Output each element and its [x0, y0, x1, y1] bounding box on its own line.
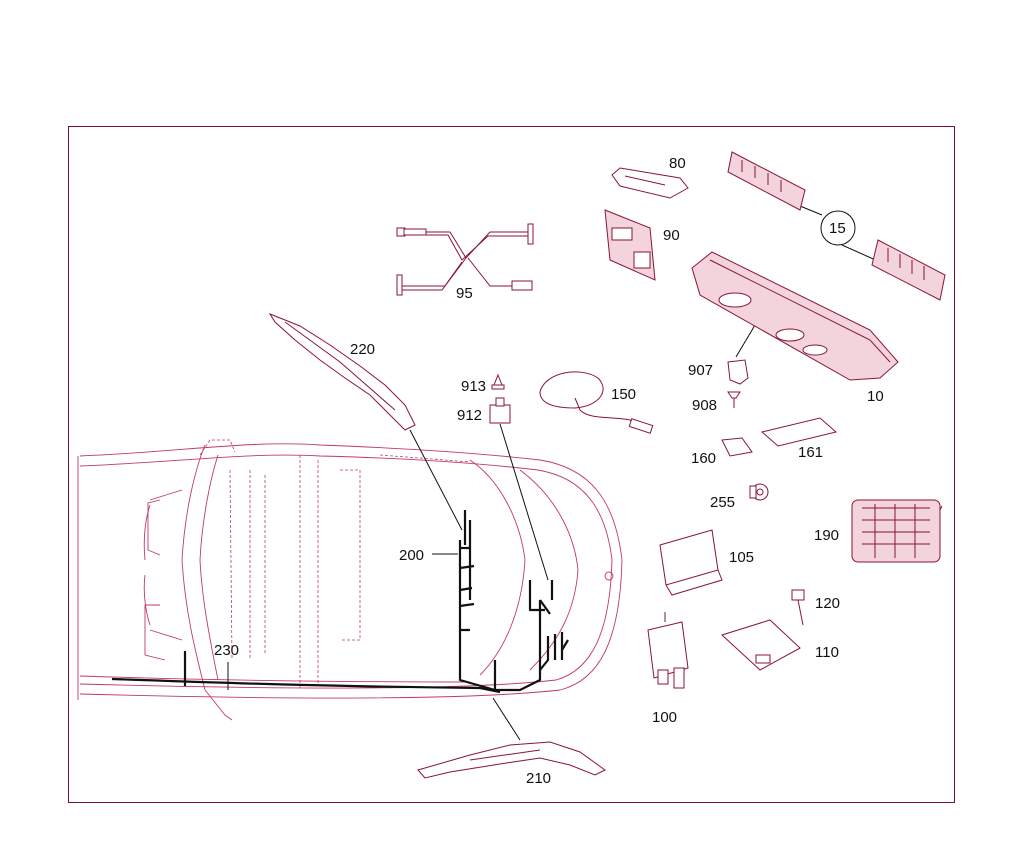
callout-907: 907 — [688, 362, 713, 379]
callout-120: 120 — [815, 595, 840, 612]
part-210-sill-cover — [417, 741, 606, 779]
leader-lines — [227, 205, 881, 741]
callout-150: 150 — [611, 386, 636, 403]
vehicle-body-outline — [77, 439, 623, 721]
part-95-y-cable — [396, 223, 534, 296]
part-80-bracket — [611, 167, 689, 199]
callout-200: 200 — [399, 547, 424, 564]
part-10-overhead-console — [691, 251, 899, 381]
diagram-frame — [68, 126, 955, 803]
part-912-connector — [489, 397, 511, 424]
part-190-lamp — [851, 499, 943, 563]
callout-95: 95 — [456, 285, 473, 302]
callout-labels: 80 15 90 95 220 907 913 150 10 908 912 1… — [214, 155, 884, 787]
callout-230: 230 — [214, 642, 239, 659]
callout-circle-15 — [820, 210, 856, 246]
callout-908: 908 — [692, 397, 717, 414]
callout-220: 220 — [350, 341, 375, 358]
part-100-relay — [647, 612, 689, 689]
part-220-pillar-trim — [268, 312, 416, 431]
part-150-antenna — [539, 371, 654, 434]
callout-80: 80 — [669, 155, 686, 172]
callout-110: 110 — [815, 644, 839, 661]
callout-160: 160 — [691, 450, 716, 467]
callout-15: 15 — [829, 220, 846, 237]
callout-255: 255 — [710, 494, 735, 511]
callout-105: 105 — [729, 549, 754, 566]
part-255-screw — [749, 483, 769, 501]
part-105-control-unit — [659, 529, 723, 596]
part-120-bolt — [791, 589, 805, 626]
part-110-module — [721, 619, 801, 671]
part-160-clip — [721, 437, 753, 457]
part-908-screw — [727, 391, 741, 408]
callout-100: 100 — [652, 709, 677, 726]
callout-10: 10 — [867, 388, 884, 405]
part-913-clip — [491, 373, 505, 390]
part-161-pad — [760, 417, 838, 447]
part-15-connector-strips — [727, 151, 946, 301]
callout-912: 912 — [457, 407, 482, 424]
part-90-module — [604, 209, 656, 281]
callout-161: 161 — [798, 444, 823, 461]
callout-210: 210 — [526, 770, 551, 787]
callout-190: 190 — [814, 527, 839, 544]
wiring-harness — [111, 510, 569, 694]
callout-90: 90 — [663, 227, 680, 244]
callout-913: 913 — [461, 378, 486, 395]
part-907-clip — [727, 359, 749, 385]
